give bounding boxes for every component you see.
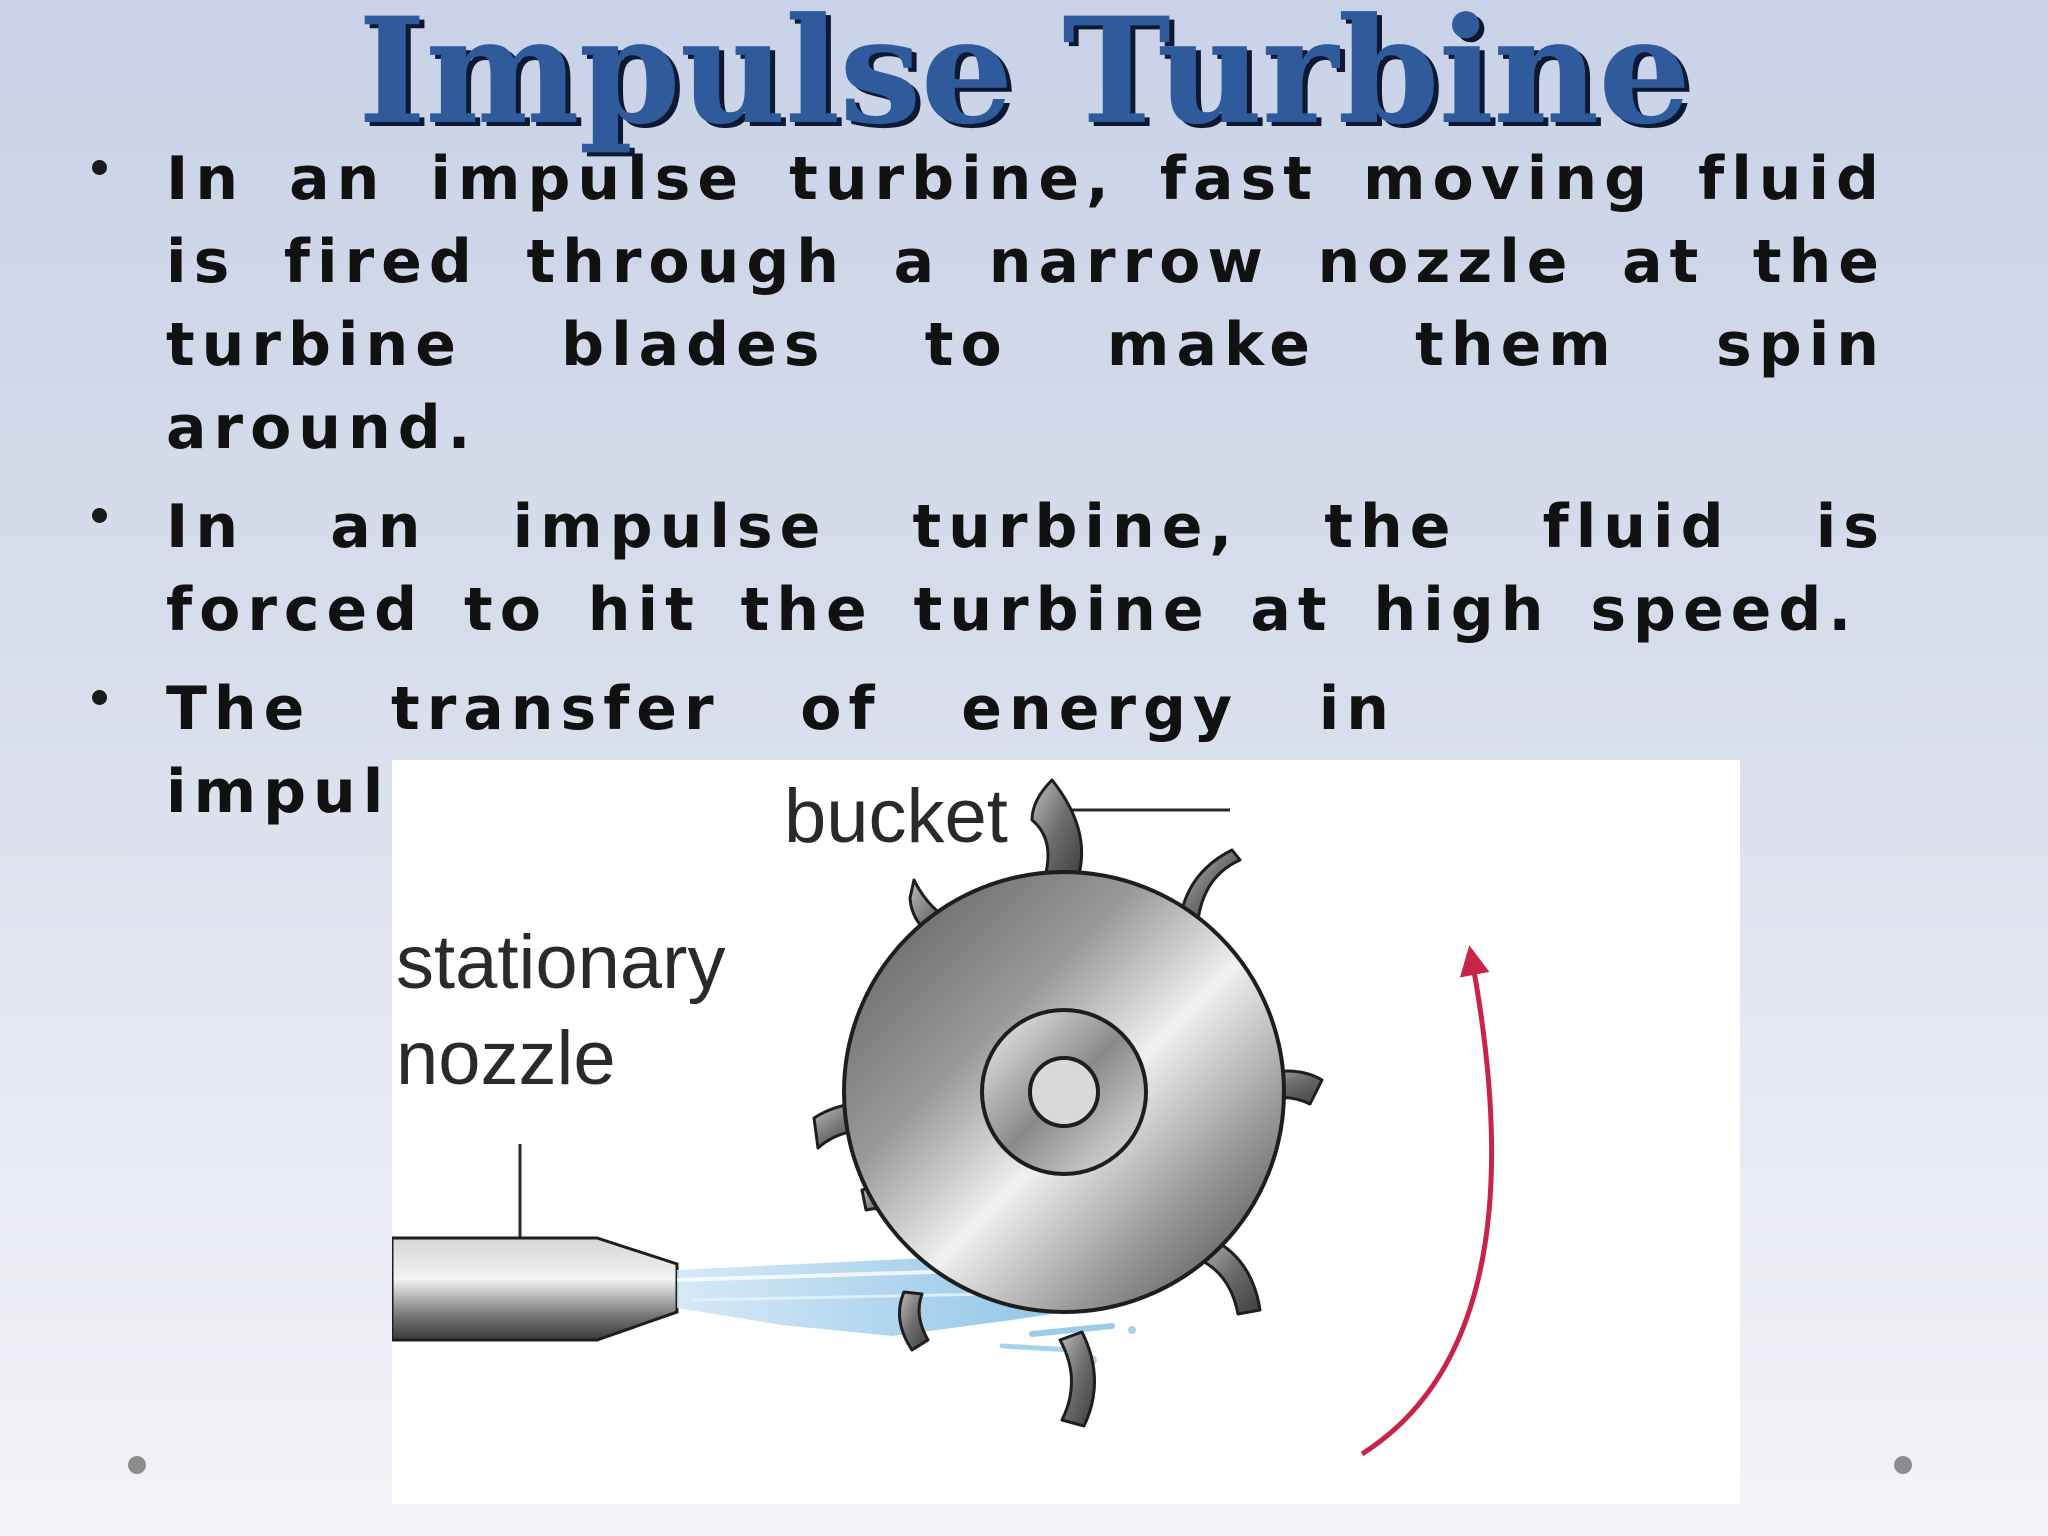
bullet-text: In an impulse turbine, fast moving fluid…: [166, 144, 1886, 463]
turbine-diagram: bucket stationary nozzle: [392, 760, 1740, 1504]
bullet-list: In an impulse turbine, fast moving fluid…: [86, 138, 1886, 850]
page-title: Impulse Turbine: [357, 0, 1691, 157]
nozzle-label: nozzle: [396, 1016, 616, 1101]
stationary-label: stationary: [396, 920, 726, 1005]
decorative-dot: [128, 1456, 146, 1474]
bucket-label: bucket: [784, 774, 1008, 859]
bullet-item: In an impulse turbine, fast moving fluid…: [86, 138, 1886, 470]
bullet-dot: [92, 508, 107, 523]
nozzle-body: [392, 1236, 679, 1342]
bullet-dot: [92, 690, 107, 705]
bullet-dot: [92, 160, 107, 175]
rotation-arrow: [1360, 945, 1495, 1457]
turbine-axle: [1028, 1056, 1100, 1128]
bullet-text: In an impulse turbine, the fluid is forc…: [166, 492, 1886, 645]
bullet-item: In an impulse turbine, the fluid is forc…: [86, 486, 1886, 652]
decorative-dot: [1894, 1456, 1912, 1474]
